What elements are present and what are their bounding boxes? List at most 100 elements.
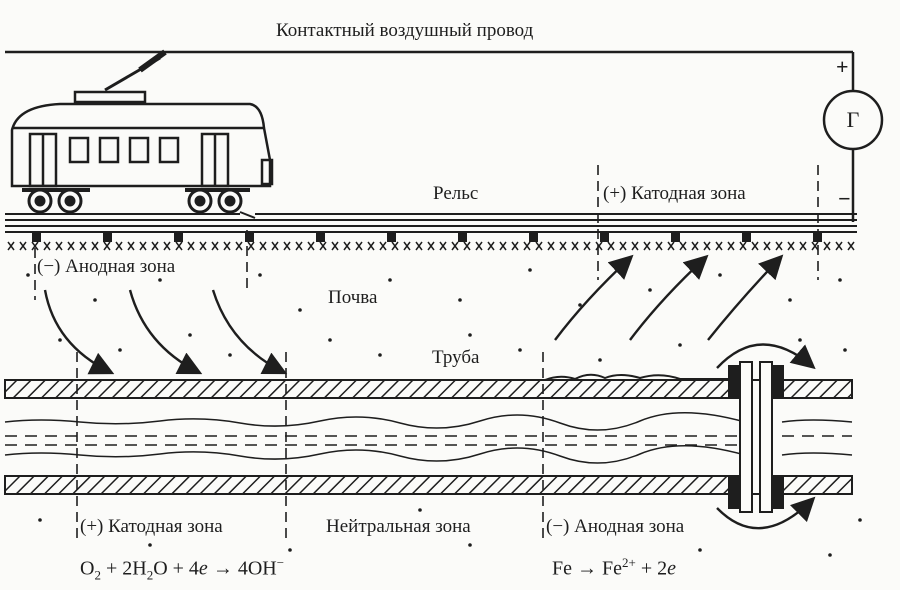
soil-dot: [678, 343, 682, 347]
ground-hatch-mark: [19, 241, 27, 251]
pipe: [4, 373, 853, 495]
ground-hatch-mark: [475, 241, 483, 251]
soil-dot: [378, 353, 382, 357]
ground-hatch-mark: [559, 241, 567, 251]
rail-sleeper: [316, 233, 325, 242]
generator-symbol: Г: [846, 107, 860, 132]
soil-dot: [598, 358, 602, 362]
ground-line: [7, 241, 855, 251]
ground-hatch-mark: [679, 241, 687, 251]
ground-hatch-mark: [787, 241, 795, 251]
pipe-label: Труба: [432, 347, 480, 368]
soil-dot: [838, 278, 842, 282]
ground-hatch-mark: [715, 241, 723, 251]
ground-hatch-mark: [799, 241, 807, 251]
ground-hatch-mark: [775, 241, 783, 251]
soil-dot: [418, 508, 422, 512]
soil-dot: [698, 548, 702, 552]
soil-dot: [648, 288, 652, 292]
soil-dot: [578, 303, 582, 307]
ground-hatch-mark: [223, 241, 231, 251]
ground-hatch-mark: [439, 241, 447, 251]
generator: [822, 89, 884, 222]
ground-hatch-mark: [55, 241, 63, 251]
soil-dot: [258, 273, 262, 277]
neutral-zone-label: Нейтральная зона: [326, 516, 471, 537]
zone-dividers: [34, 165, 819, 540]
ground-hatch-mark: [259, 241, 267, 251]
rail-sleeper: [671, 233, 680, 242]
ground-hatch-mark: [619, 241, 627, 251]
cathode-equation: O2 + 2H2O + 4e → 4OH−: [80, 555, 285, 583]
ground-hatch-mark: [187, 241, 195, 251]
ground-hatch-mark: [175, 241, 183, 251]
ground-hatch-mark: [511, 241, 519, 251]
ground-hatch-mark: [703, 241, 711, 251]
ground-hatch-mark: [271, 241, 279, 251]
ground-hatch-mark: [379, 241, 387, 251]
ground-hatch-mark: [655, 241, 663, 251]
tram: [10, 49, 274, 192]
ground-hatch-mark: [235, 241, 243, 251]
rail-sleeper: [742, 233, 751, 242]
ground-hatch-mark: [331, 241, 339, 251]
ground-hatch-mark: [91, 241, 99, 251]
soil-dot: [843, 348, 847, 352]
soil-dot: [528, 268, 532, 272]
generator-plus-sign: +: [836, 54, 849, 79]
ground-hatch-mark: [631, 241, 639, 251]
soil-dot: [328, 338, 332, 342]
current-arrows: [43, 254, 816, 530]
ground-hatch-mark: [607, 241, 615, 251]
ground-hatch-mark: [139, 241, 147, 251]
ground-hatch-mark: [643, 241, 651, 251]
ground-hatch-mark: [295, 241, 303, 251]
soil-dot: [288, 548, 292, 552]
ground-hatch-mark: [31, 241, 39, 251]
soil-dot: [228, 353, 232, 357]
cathode-zone-bottom-label: (+) Катодная зона: [80, 516, 223, 537]
ground-hatch-mark: [595, 241, 603, 251]
ground-hatch-mark: [7, 241, 15, 251]
rail-sleeper: [600, 233, 609, 242]
ground-hatch-mark: [199, 241, 207, 251]
rail-label: Рельс: [433, 183, 479, 204]
rail-sleeper: [103, 233, 112, 242]
ground-hatch-mark: [283, 241, 291, 251]
ground-hatch-mark: [691, 241, 699, 251]
pipe-flange: [728, 361, 784, 513]
ground-hatch-mark: [823, 241, 831, 251]
ground-hatch-mark: [103, 241, 111, 251]
rail-sleeper: [529, 233, 538, 242]
cathode-zone-top-label: (+) Катодная зона: [603, 183, 746, 204]
generator-minus-sign: −: [838, 186, 851, 211]
ground-hatch-mark: [523, 241, 531, 251]
ground-hatch-mark: [763, 241, 771, 251]
ground-hatch-mark: [499, 241, 507, 251]
soil-dot: [518, 348, 522, 352]
ground-hatch-mark: [751, 241, 759, 251]
overhead-wire-label: Контактный воздушный провод: [276, 20, 534, 41]
ground-hatch-mark: [307, 241, 315, 251]
ground-hatch-mark: [583, 241, 591, 251]
ground-hatch-mark: [247, 241, 255, 251]
ground-hatch-mark: [667, 241, 675, 251]
tram-wheels: [27, 188, 243, 214]
ground-hatch-mark: [391, 241, 399, 251]
ground-hatch-mark: [571, 241, 579, 251]
soil-dot: [468, 543, 472, 547]
rail-sleeper: [32, 233, 41, 242]
rail-sleeper: [174, 233, 183, 242]
overhead-wire: [5, 50, 855, 92]
soil-dot: [188, 333, 192, 337]
ground-hatch-mark: [451, 241, 459, 251]
anode-zone-top-label: (−) Анодная зона: [37, 256, 176, 277]
ground-hatch-mark: [127, 241, 135, 251]
ground-hatch-mark: [79, 241, 87, 251]
ground-hatch-mark: [727, 241, 735, 251]
soil-dot: [468, 333, 472, 337]
soil-dot: [38, 518, 42, 522]
soil-dot: [93, 298, 97, 302]
ground-hatch-mark: [547, 241, 555, 251]
